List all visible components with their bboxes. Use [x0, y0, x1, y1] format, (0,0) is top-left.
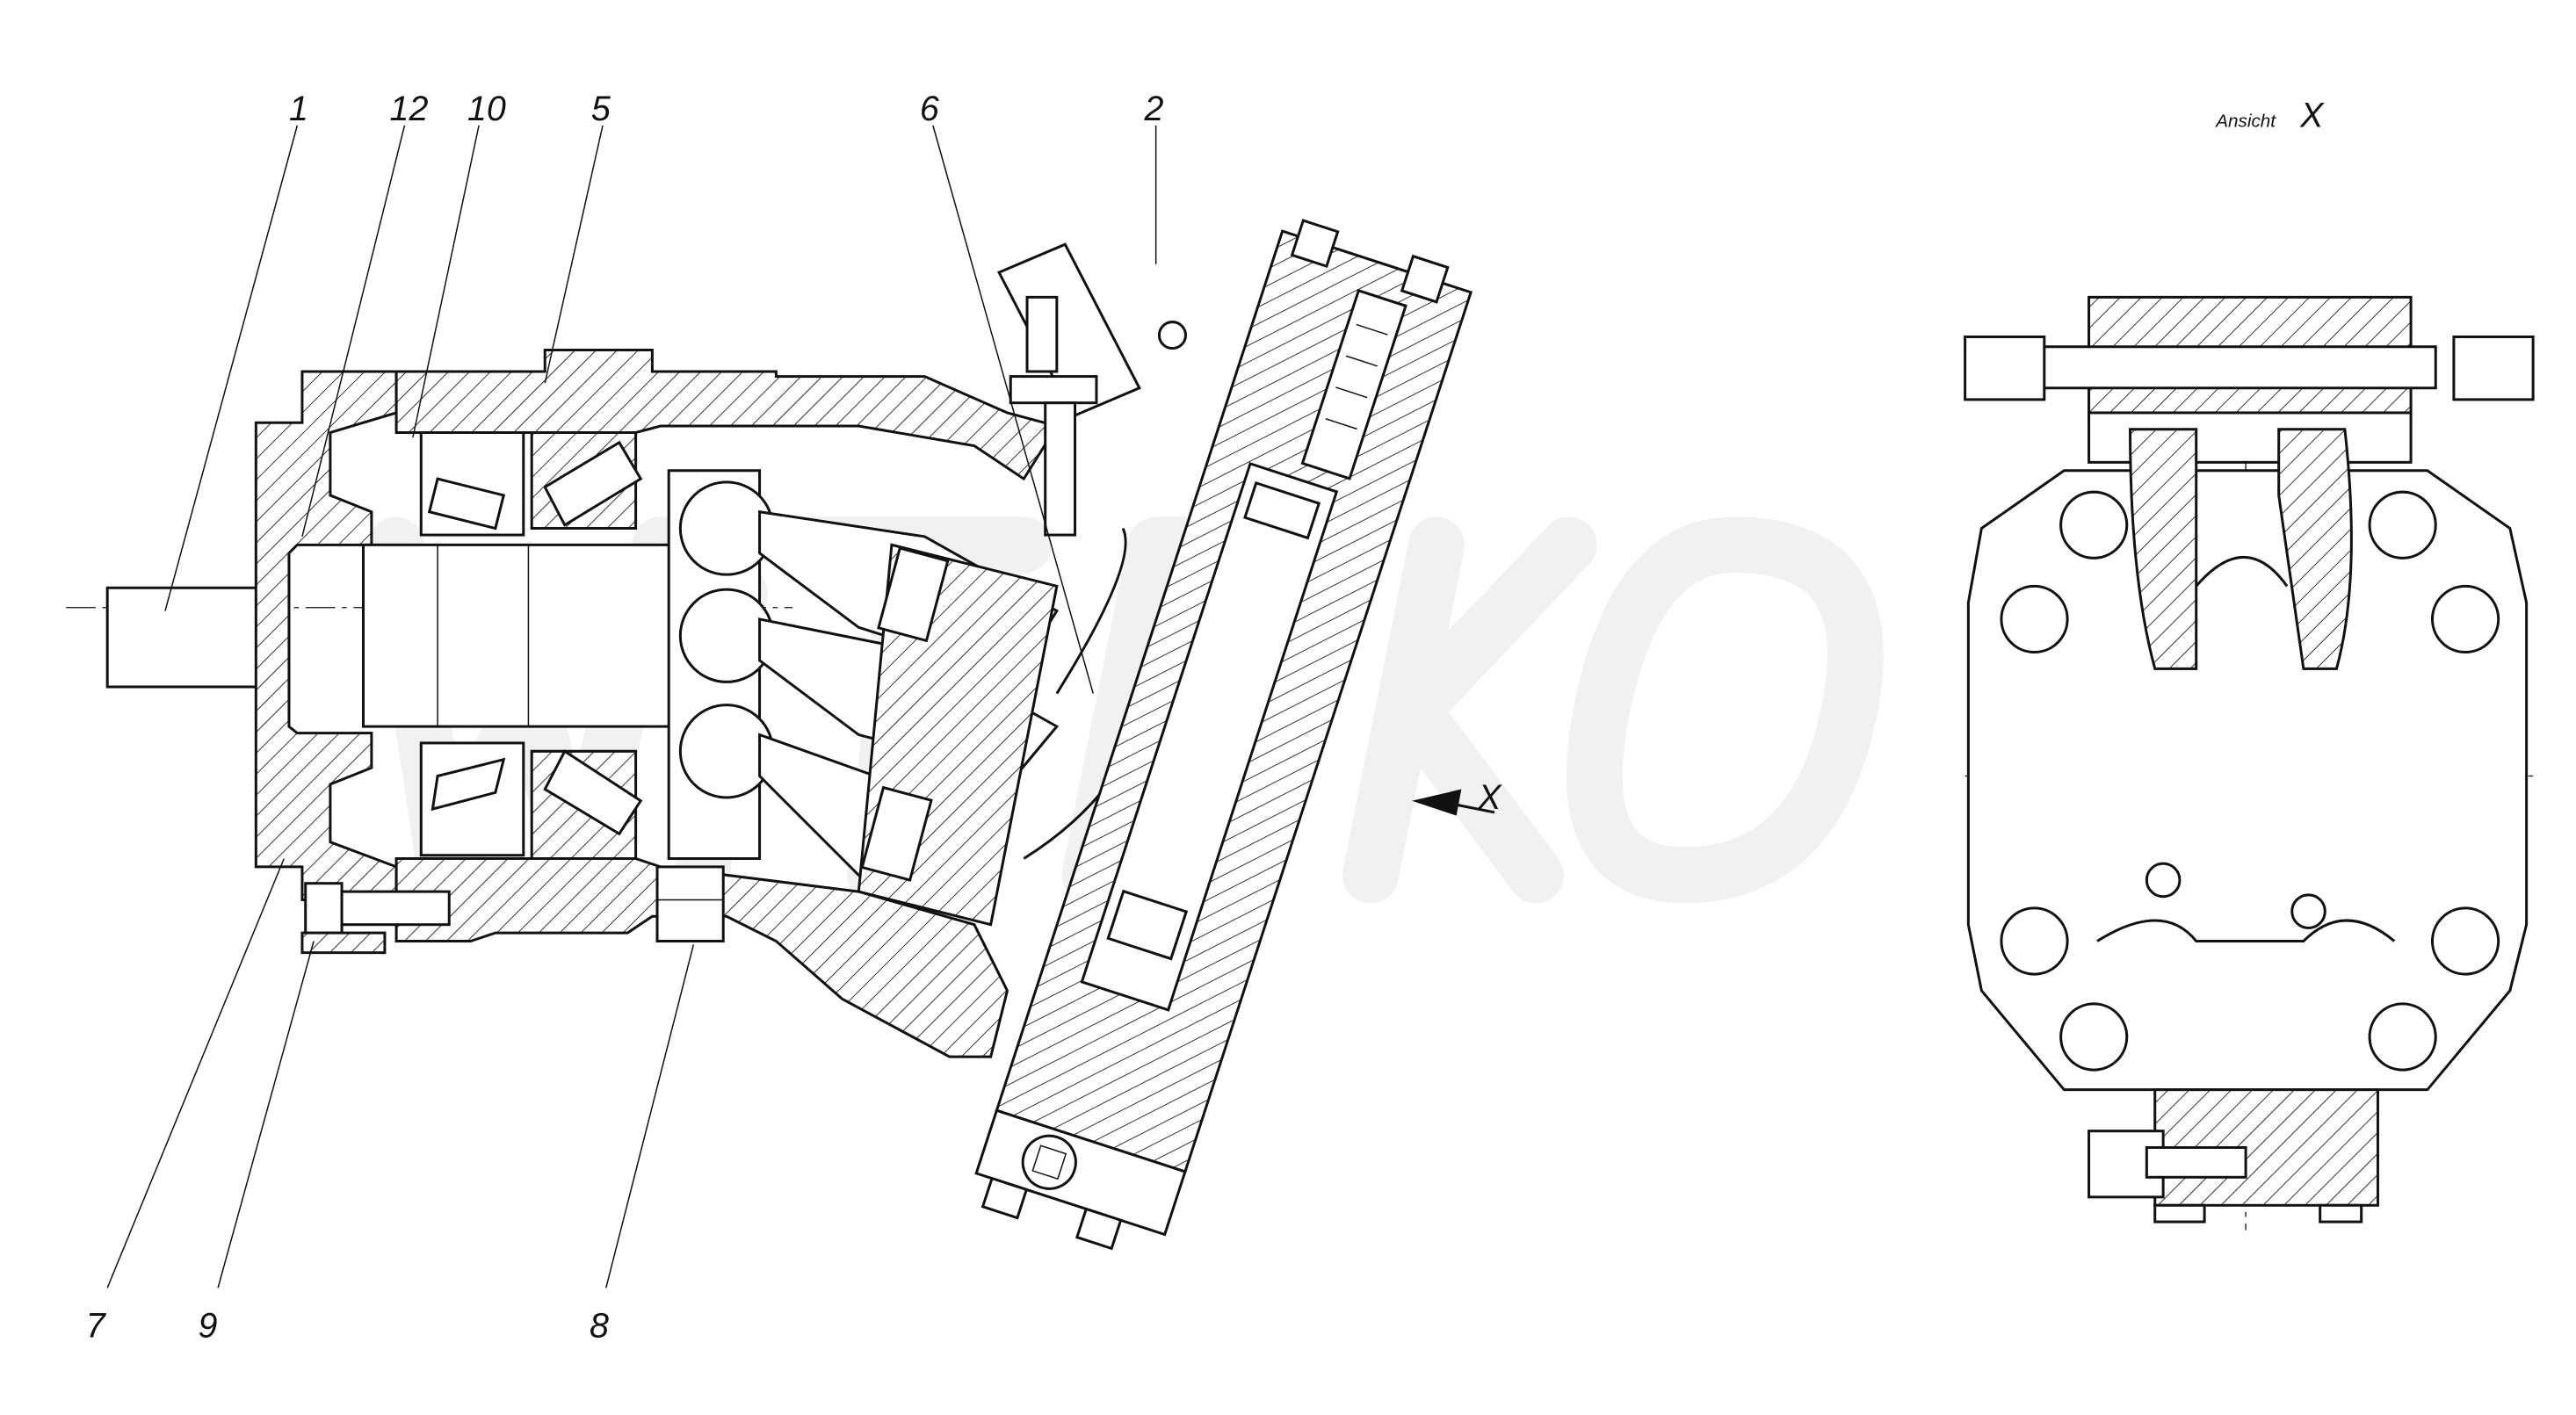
- end-cap: [974, 1108, 1187, 1237]
- view-arrow-letter: X: [1477, 778, 1502, 817]
- roller-lower: [431, 757, 506, 812]
- side-view-x: Ansicht X: [1964, 97, 2536, 1231]
- roller-upper: [427, 477, 506, 531]
- arrow-icon: [1411, 789, 1462, 816]
- label-7: 7: [86, 1307, 107, 1346]
- housing-upper: [394, 349, 1060, 481]
- housing-lower: [394, 856, 1009, 1058]
- view-arrow-x: X: [1411, 778, 1502, 817]
- port-plug: [655, 865, 725, 942]
- side-plate: [1966, 469, 2529, 1092]
- flange-bolt-shank: [340, 890, 451, 927]
- flange-bolt-head: [304, 882, 344, 935]
- label-9: 9: [199, 1307, 218, 1346]
- end-cap-bolt: [1021, 1134, 1077, 1190]
- fitting-right: [2452, 335, 2535, 401]
- side-view-caption-letter: X: [2299, 97, 2325, 135]
- label-5: 5: [591, 90, 611, 128]
- label-1: 1: [289, 90, 308, 128]
- label-6: 6: [920, 90, 939, 128]
- side-view-caption: Ansicht: [2214, 112, 2276, 132]
- main-section-view: [66, 219, 1473, 1251]
- control-cylinder: [1080, 462, 1339, 1012]
- side-view-bolts: [2000, 490, 2500, 1072]
- label-10: 10: [467, 90, 506, 128]
- fitting-left: [1964, 335, 2046, 401]
- valve-insert: [1300, 288, 1407, 480]
- shaft-body: [361, 543, 679, 728]
- leader-lines: [106, 125, 1157, 1289]
- label-8: 8: [590, 1307, 609, 1346]
- label-2: 2: [1143, 90, 1163, 128]
- label-12: 12: [390, 90, 429, 128]
